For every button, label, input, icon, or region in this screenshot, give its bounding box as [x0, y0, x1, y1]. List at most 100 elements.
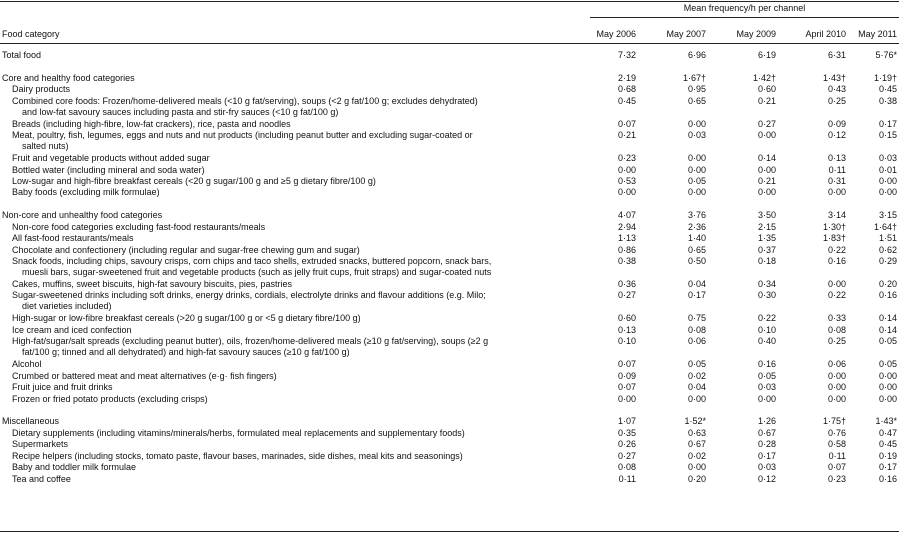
row-value-5: 0·20: [878, 279, 897, 289]
span-rule: [590, 17, 899, 18]
row-value-4: 0·12: [827, 130, 846, 141]
row-value-5: 0·00: [878, 370, 897, 381]
row-value-1: 0·10: [617, 336, 636, 347]
row-value-2: 0·95: [687, 84, 706, 95]
row-label-line: Baby and toddler milk formulae: [12, 462, 137, 473]
row-label: Dairy products: [12, 84, 582, 95]
row-label-continuation: fat/100 g; tinned and all dehydrated) an…: [22, 347, 350, 358]
row-value-5: 1·51: [878, 233, 897, 244]
row-label: Non-core food categories excluding fast-…: [12, 222, 582, 233]
header-year-2: May 2007: [666, 29, 706, 39]
row-value-1: 2·19: [617, 72, 636, 83]
row-value-5: 0·16: [878, 473, 897, 484]
row-value-1: 0·26: [617, 439, 636, 450]
row-value-2: 0·20: [687, 473, 706, 484]
row-value-3: 0·03: [757, 382, 776, 393]
row-value-3: 0·03: [757, 462, 776, 473]
row-value-1: 4·07: [617, 210, 636, 221]
row-value-2: 0·63: [687, 427, 706, 438]
row-value-3: 3·50: [757, 210, 776, 221]
row-value-3: 0·30: [757, 290, 776, 301]
row-value-5: 0·17: [878, 462, 897, 473]
row-label-line: Supermarkets: [12, 439, 69, 450]
row-value-1: 0·38: [617, 256, 636, 267]
row-label-continuation: salted nuts): [22, 141, 69, 152]
row-value-2: 0·00: [687, 393, 706, 404]
row-value-4: 1·43†: [822, 72, 846, 83]
row-value-2: 0·04: [687, 382, 706, 393]
row-label-line: Bottled water (including mineral and sod…: [12, 164, 205, 175]
row-label-line: Chocolate and confectionery (including r…: [12, 244, 360, 255]
row-value-5: 0·47: [878, 427, 897, 438]
row-value-1: 0·00: [617, 393, 636, 404]
row-label-line: High-sugar or low-fibre breakfast cereal…: [12, 313, 361, 324]
row-label: Baby foods (excluding milk formulae): [12, 187, 582, 198]
row-label-line: Combined core foods: Frozen/home-deliver…: [12, 95, 478, 106]
row-value-2: 1·40: [687, 233, 706, 244]
row-value-2: 0·67: [687, 439, 706, 450]
row-label-line: Dietary supplements (including vitamins/…: [12, 427, 465, 438]
row-value-2: 0·00: [687, 118, 706, 129]
row-label: Crumbed or battered meat and meat altern…: [12, 371, 582, 382]
row-label: Supermarkets: [12, 439, 582, 450]
row-value-2: 0·00: [687, 164, 706, 175]
row-value-3: 0·34: [757, 279, 776, 289]
row-value-2: 0·05: [687, 359, 706, 370]
row-value-5: 0·15: [878, 130, 897, 141]
header-year-4: April 2010: [805, 29, 846, 39]
row-value-5: 0·14: [878, 313, 897, 324]
row-label-line: Sugar-sweetened drinks including soft dr…: [12, 290, 486, 301]
row-value-5: 0·17: [878, 118, 897, 129]
row-label: Cakes, muffins, sweet biscuits, high-fat…: [12, 279, 582, 290]
row-value-3: 6·19: [757, 50, 776, 60]
row-label-line: Cakes, muffins, sweet biscuits, high-fat…: [12, 279, 292, 289]
row-value-2: 2·36: [687, 221, 706, 232]
row-label-line: Low-sugar and high-fibre breakfast cerea…: [12, 175, 376, 186]
row-value-1: 0·13: [617, 324, 636, 335]
row-label-continuation: muesli bars, sugar-sweetened fruit and v…: [22, 267, 492, 278]
row-value-2: 0·03: [687, 130, 706, 141]
row-label-line: Dairy products: [12, 84, 71, 95]
row-value-1: 2·94: [617, 221, 636, 232]
row-label: Meat, poultry, fish, legumes, eggs and n…: [12, 130, 582, 152]
row-value-5: 0·05: [878, 359, 897, 370]
row-value-3: 0·28: [757, 439, 776, 450]
row-label: Total food: [2, 50, 582, 61]
row-value-4: 0·00: [827, 370, 846, 381]
row-value-5: 1·19†: [873, 72, 897, 83]
row-label: Fruit juice and fruit drinks: [12, 382, 582, 393]
row-value-1: 0·00: [617, 164, 636, 175]
row-value-3: 0·00: [757, 130, 776, 141]
row-label: Tea and coffee: [12, 474, 582, 485]
row-value-1: 0·68: [617, 84, 636, 95]
row-value-1: 0·07: [617, 118, 636, 129]
row-value-4: 1·30†: [822, 221, 846, 232]
row-value-5: 3·15: [878, 210, 897, 221]
row-value-4: 0·43: [827, 84, 846, 95]
row-value-4: 1·75†: [822, 416, 846, 427]
row-value-1: 1·07: [617, 416, 636, 427]
row-value-5: 0·00: [878, 175, 897, 186]
row-value-5: 5·76*: [875, 50, 897, 60]
row-value-4: 0·33: [827, 313, 846, 324]
row-value-3: 2·15: [757, 221, 776, 232]
header-rule: [0, 43, 899, 44]
top-rule: [0, 1, 899, 2]
row-value-4: 0·11: [828, 164, 846, 175]
row-value-4: 0·25: [827, 95, 846, 106]
row-label: Core and healthy food categories: [2, 73, 582, 84]
row-label-line: Ice cream and iced confection: [12, 324, 132, 335]
row-value-1: 0·09: [617, 370, 636, 381]
row-value-1: 0·60: [617, 313, 636, 324]
row-label-line: Fruit and vegetable products without add…: [12, 153, 210, 164]
row-value-1: 0·23: [617, 153, 636, 164]
row-value-3: 0·60: [757, 84, 776, 95]
row-value-4: 0·07: [827, 462, 846, 473]
row-value-3: 0·10: [757, 324, 776, 335]
row-value-4: 6·31: [827, 50, 846, 60]
row-value-2: 0·65: [687, 244, 706, 255]
row-value-4: 0·00: [827, 393, 846, 404]
row-label: Alcohol: [12, 359, 582, 370]
row-value-5: 0·45: [878, 439, 897, 450]
row-value-3: 0·40: [757, 336, 776, 347]
